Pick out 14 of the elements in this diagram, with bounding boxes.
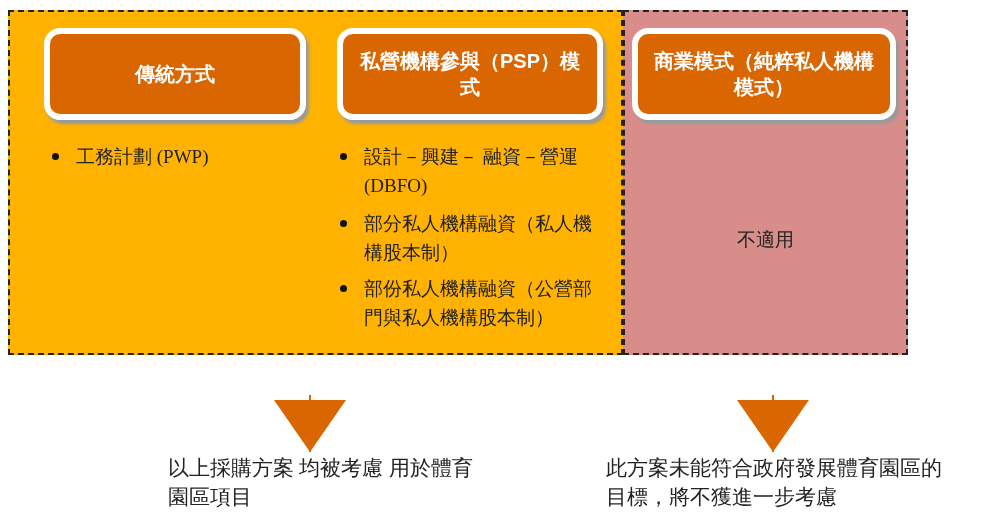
panel xyxy=(623,10,908,355)
triangle-arrow xyxy=(274,394,346,453)
header-box: 私營機構參與（PSP）模式 xyxy=(337,28,603,120)
note-text: 以上採購方案 均被考慮 用於體育園區項目 xyxy=(168,454,478,513)
triangle-arrow xyxy=(737,394,809,453)
header-box: 傳統方式 xyxy=(44,28,306,120)
note-text: 此方案未能符合政府發展體育園區的目標，將不獲進一步考慮 xyxy=(606,454,961,513)
bullet-item: 部分私人機構融資（私人機構股本制） xyxy=(364,212,593,266)
panel xyxy=(8,10,623,355)
bullet-item: 部份私人機構融資（公營部門與私人機構股本制） xyxy=(364,277,593,331)
note-text: 不適用 xyxy=(736,228,795,252)
header-box: 商業模式（純粹私人機構模式） xyxy=(632,28,896,120)
bullet-item: 工務計劃 (PWP) xyxy=(76,145,210,169)
bullet-item: 設計－興建－ 融資－營運 (DBFO) xyxy=(364,145,579,199)
